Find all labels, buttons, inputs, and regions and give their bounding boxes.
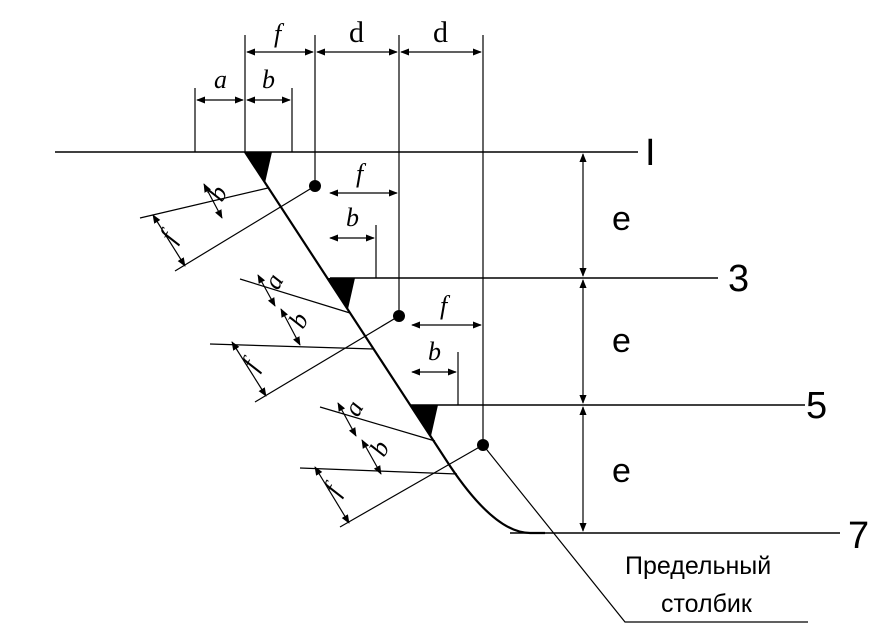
label-a-top: a xyxy=(214,65,227,94)
level-label-5: 5 xyxy=(806,385,827,427)
bench-wedge-2 xyxy=(328,278,355,309)
label-b-bench-3: b xyxy=(428,337,441,366)
label-e-1: e xyxy=(612,200,631,238)
label-e-3: e xyxy=(612,452,631,490)
label-f-slope-1: f xyxy=(154,223,185,246)
label-b-slope-3: b xyxy=(364,436,396,461)
bench-wedge-3 xyxy=(411,405,438,436)
caption-line-2: столбик xyxy=(661,590,753,618)
label-b-top: b xyxy=(262,65,275,94)
level-label-1: I xyxy=(645,132,656,174)
dim-arrow-b-slope-2 xyxy=(280,308,301,346)
dim-arrow-f-slope-2 xyxy=(231,341,267,397)
dim-arrow-f-slope-1 xyxy=(152,214,186,267)
dim-arrow-a-slope-2 xyxy=(257,274,276,307)
label-b-bench-2: b xyxy=(346,203,359,232)
label-f-bench-3: f xyxy=(440,291,451,320)
dim-arrow-f-slope-3 xyxy=(314,466,350,524)
label-d-2: d xyxy=(433,16,448,49)
label-a-slope-2: a xyxy=(258,269,290,294)
caption-leader-line xyxy=(482,444,808,623)
label-e-2: e xyxy=(612,322,631,360)
slope-line xyxy=(244,151,545,535)
label-d-1: d xyxy=(349,16,364,49)
bench-wedge-1 xyxy=(245,152,272,183)
dim-arrow-b-slope-3 xyxy=(361,439,382,475)
dim-arrow-b-slope-1 xyxy=(203,183,223,219)
caption-line-1: Предельный xyxy=(625,552,771,580)
label-f-bench-2: f xyxy=(356,159,367,188)
level-label-3: 3 xyxy=(728,258,749,300)
label-b-slope-2: b xyxy=(283,308,315,333)
dim-arrow-a-slope-3 xyxy=(337,402,357,437)
level-label-7: 7 xyxy=(848,515,869,557)
label-f-top: f xyxy=(274,19,285,48)
